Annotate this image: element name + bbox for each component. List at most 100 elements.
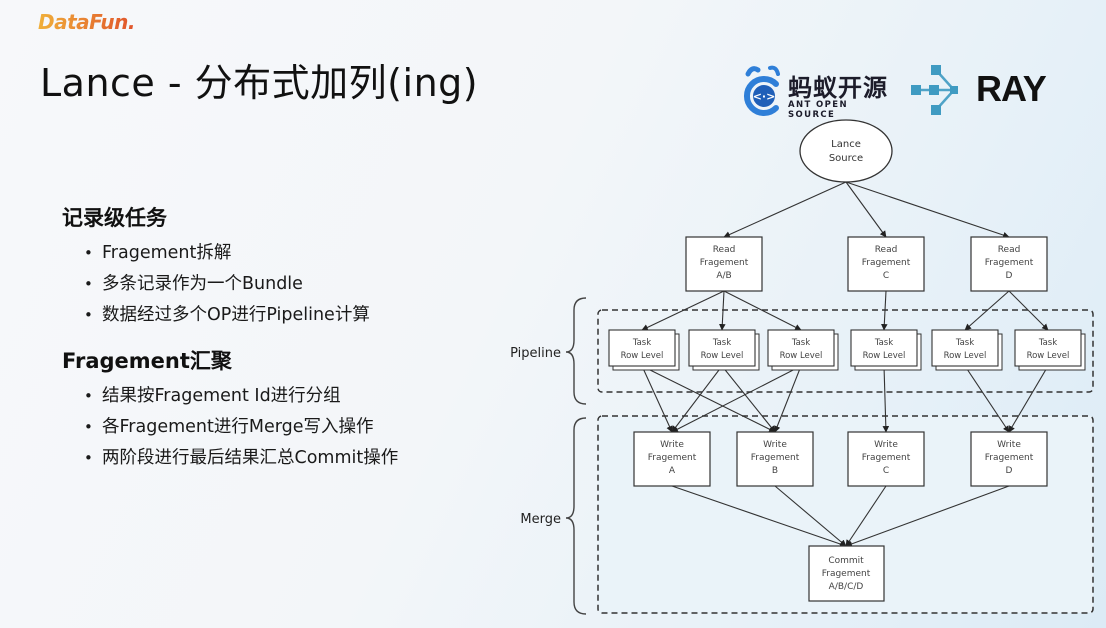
write-label-3: B <box>772 466 778 476</box>
read-label-3: D <box>1006 271 1013 281</box>
write-label-2: Fragement <box>751 453 800 463</box>
bullet-item: 多条记录作为一个Bundle <box>84 269 370 300</box>
edge-write-commit <box>671 485 847 548</box>
ray-network-icon <box>911 65 958 115</box>
edge-write-commit <box>845 485 1010 548</box>
merge-brace <box>565 417 587 615</box>
read-label-1: Read <box>998 245 1021 255</box>
section-heading: Fragement汇聚 <box>62 349 232 373</box>
task-label-1: Task <box>791 338 810 348</box>
source-label-2: Source <box>829 153 863 164</box>
section-heading: 记录级任务 <box>62 206 167 230</box>
edge-read-task <box>723 290 802 331</box>
task-label-1: Task <box>712 338 731 348</box>
edge-read-task <box>964 290 1010 331</box>
ant-logo-cn: 蚂蚁开源 <box>788 74 888 102</box>
edge-read-task <box>1008 290 1049 331</box>
edge-read-task <box>719 290 726 331</box>
ant-open-source-logo: <·> 蚂蚁开源 ANT OPEN SOURCE <box>740 64 890 120</box>
read-label-2: Fragement <box>700 258 749 268</box>
edge-source-read <box>845 181 887 238</box>
ant-mascot-icon: <·> <box>743 65 780 116</box>
edge-task-write <box>774 365 802 433</box>
lance-source-node: Lance Source <box>799 119 893 183</box>
task-label-2: Row Level <box>621 351 664 361</box>
pipeline-label: Pipeline <box>510 346 561 361</box>
bullet-item: 两阶段进行最后结果汇总Commit操作 <box>84 443 398 474</box>
edge-source-read <box>845 181 1010 239</box>
merge-label: Merge <box>520 512 561 527</box>
bullet-list: 结果按Fragement Id进行分组 各Fragement进行Merge写入操… <box>84 381 398 474</box>
write-label-2: Fragement <box>648 453 697 463</box>
write-label-3: C <box>883 466 889 476</box>
read-label-3: A/B <box>716 271 731 281</box>
commit-fragement-node: Commit Fragement A/B/C/D <box>808 545 885 602</box>
bullet-item: 各Fragement进行Merge写入操作 <box>84 412 398 443</box>
bullet-item: 数据经过多个OP进行Pipeline计算 <box>84 300 370 331</box>
bullet-list: Fragement拆解 多条记录作为一个Bundle 数据经过多个OP进行Pip… <box>84 238 370 331</box>
write-label-1: Write <box>997 440 1021 450</box>
ray-logo-text: RAY <box>976 68 1047 109</box>
task-label-2: Row Level <box>944 351 987 361</box>
read-label-3: C <box>883 271 889 281</box>
write-label-1: Write <box>660 440 684 450</box>
section-fragement-aggregation: Fragement汇聚 结果按Fragement Id进行分组 各Frageme… <box>62 345 398 474</box>
bullet-item: 结果按Fragement Id进行分组 <box>84 381 398 412</box>
datafun-logo: DataFun. <box>38 10 135 34</box>
edge-task-write <box>964 365 1010 433</box>
edge-read-task <box>881 290 888 331</box>
pipeline-brace <box>565 297 587 405</box>
edge-task-write <box>671 365 802 433</box>
read-label-1: Read <box>713 245 736 255</box>
source-label-1: Lance <box>831 139 861 150</box>
ant-logo-en: ANT OPEN SOURCE <box>788 100 849 120</box>
edge-task-write <box>721 365 776 433</box>
svg-text:<·>: <·> <box>753 90 776 103</box>
edge-task-write <box>641 365 776 433</box>
read-label-2: Fragement <box>985 258 1034 268</box>
edge-task-write <box>1008 365 1049 433</box>
task-label-2: Row Level <box>863 351 906 361</box>
commit-label-3: A/B/C/D <box>829 582 864 592</box>
pipeline-group-box <box>597 309 1094 393</box>
write-label-1: Write <box>763 440 787 450</box>
bullet-item: Fragement拆解 <box>84 238 370 269</box>
edge-write-commit <box>845 485 887 547</box>
edge-source-read <box>723 181 847 238</box>
write-label-1: Write <box>874 440 898 450</box>
edge-task-write <box>671 365 723 433</box>
read-label-2: Fragement <box>862 258 911 268</box>
ray-logo: RAY <box>910 64 1060 116</box>
edges <box>641 181 1049 548</box>
page-title: Lance - 分布式加列(ing) <box>40 61 479 105</box>
edge-task-write <box>882 365 890 433</box>
section-record-level-tasks: 记录级任务 Fragement拆解 多条记录作为一个Bundle 数据经过多个O… <box>62 202 370 331</box>
task-label-2: Row Level <box>701 351 744 361</box>
write-label-2: Fragement <box>862 453 911 463</box>
edge-write-commit <box>774 485 847 547</box>
task-label-1: Task <box>632 338 651 348</box>
task-label-2: Row Level <box>1027 351 1070 361</box>
task-label-1: Task <box>955 338 974 348</box>
task-label-1: Task <box>1038 338 1057 348</box>
edge-task-write <box>641 365 673 433</box>
commit-label-2: Fragement <box>822 569 871 579</box>
edge-read-task <box>641 290 725 331</box>
read-label-1: Read <box>875 245 898 255</box>
write-label-3: A <box>669 466 676 476</box>
write-label-2: Fragement <box>985 453 1034 463</box>
merge-group-box <box>597 415 1094 614</box>
write-label-3: D <box>1006 466 1013 476</box>
